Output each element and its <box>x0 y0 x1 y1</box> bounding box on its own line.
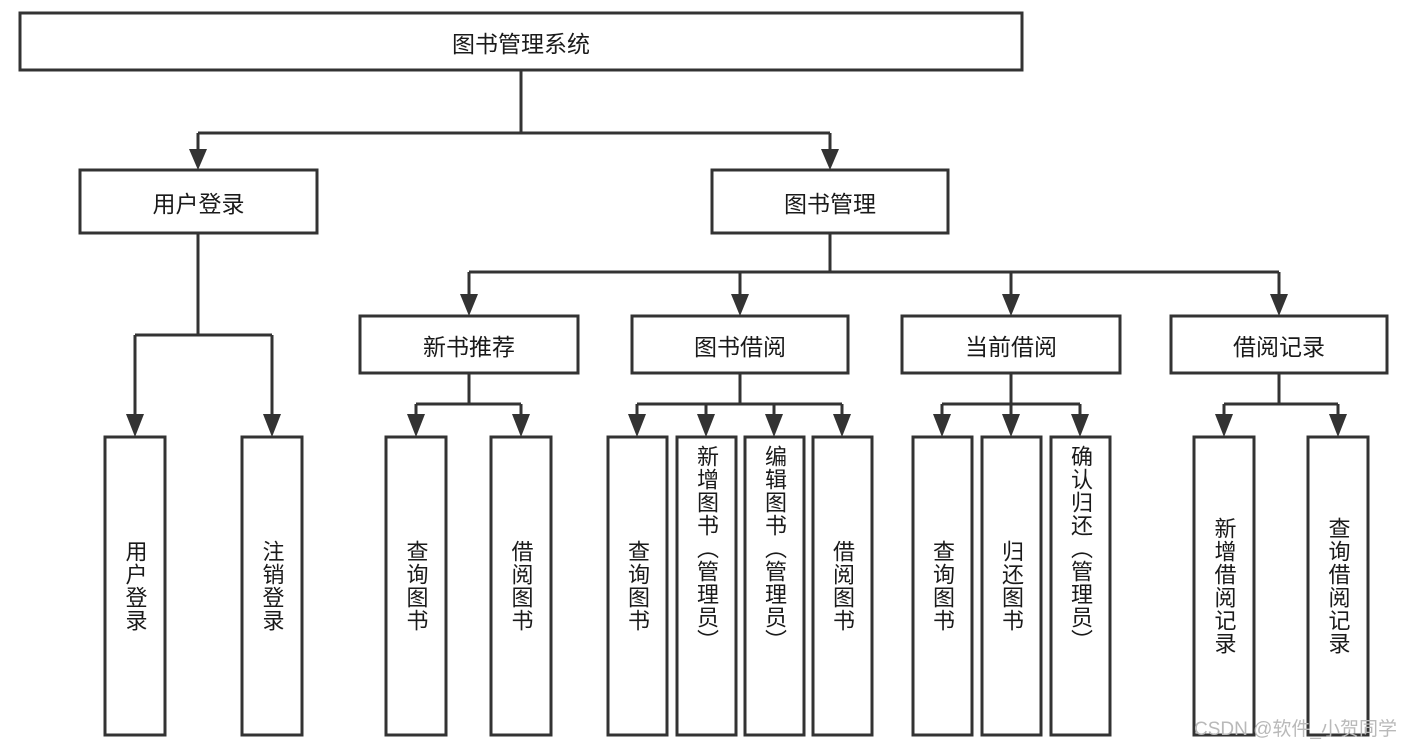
node-leaf-logout-login[interactable] <box>240 435 304 737</box>
arrow-leaf-c3 <box>1071 414 1089 437</box>
arrow-leaf-c2 <box>1002 414 1020 437</box>
node-leaf-add-book-admin[interactable] <box>675 435 738 737</box>
arrow-leaf-b4 <box>833 414 851 437</box>
node-leaf-borrow-book-2[interactable] <box>811 435 874 737</box>
arrow-to-newbook <box>460 294 478 316</box>
node-leaf-user-login[interactable] <box>103 435 167 737</box>
arrow-leaf-u2 <box>263 414 281 437</box>
node-book-management[interactable] <box>710 168 950 235</box>
node-leaf-return-book[interactable] <box>980 435 1043 737</box>
node-root[interactable] <box>18 11 1024 72</box>
node-user-login[interactable] <box>78 168 319 235</box>
node-leaf-add-borrow-record[interactable] <box>1192 435 1256 737</box>
arrow-to-borrowrecord <box>1270 294 1288 316</box>
arrow-leaf-u1 <box>126 414 144 437</box>
arrow-to-userlogin <box>189 149 207 170</box>
arrow-leaf-b1 <box>628 414 646 437</box>
node-leaf-query-book-1[interactable] <box>384 435 448 737</box>
connectors <box>126 70 1347 437</box>
node-current-borrow[interactable] <box>900 314 1122 375</box>
arrow-leaf-n2 <box>512 414 530 437</box>
node-new-book-recommend[interactable] <box>358 314 580 375</box>
arrow-leaf-r2 <box>1329 414 1347 437</box>
node-leaf-edit-book-admin[interactable] <box>743 435 806 737</box>
node-leaf-confirm-return-admin[interactable] <box>1049 435 1112 737</box>
node-leaf-query-borrow-record[interactable] <box>1306 435 1370 737</box>
arrow-leaf-c1 <box>933 414 951 437</box>
node-book-borrow[interactable] <box>630 314 850 375</box>
arrow-leaf-b2 <box>697 414 715 437</box>
node-borrow-record[interactable] <box>1169 314 1389 375</box>
node-leaf-borrow-book-1[interactable] <box>489 435 553 737</box>
node-leaf-query-book-2[interactable] <box>606 435 669 737</box>
node-leaf-query-book-3[interactable] <box>911 435 974 737</box>
arrow-leaf-b3 <box>765 414 783 437</box>
arrow-leaf-r1 <box>1215 414 1233 437</box>
arrow-leaf-n1 <box>407 414 425 437</box>
arrow-to-bookmgmt <box>821 149 839 170</box>
arrow-to-bookborrow <box>731 294 749 316</box>
arrow-to-currentborrow <box>1002 294 1020 316</box>
node-boxes <box>18 11 1389 737</box>
